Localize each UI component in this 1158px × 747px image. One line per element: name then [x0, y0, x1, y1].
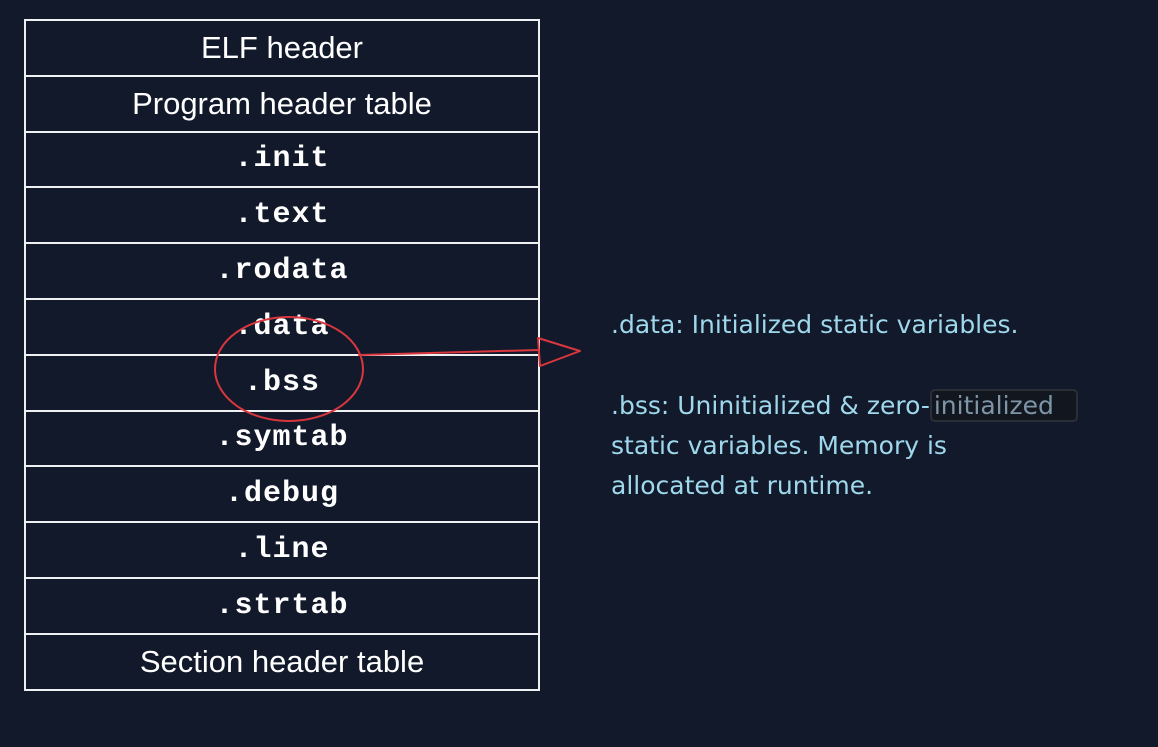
- bss-note-prefix: .bss: Uninitialized & zero-: [611, 391, 930, 420]
- section-row-rodata: .rodata: [26, 244, 538, 300]
- section-row-strtab: .strtab: [26, 579, 538, 635]
- data-section-annotation: .data: Initialized static variables.: [611, 305, 1131, 345]
- bss-section-annotation: .bss: Uninitialized & zero-initialized s…: [611, 386, 1131, 506]
- section-row-line: .line: [26, 523, 538, 579]
- data-note-text: .data: Initialized static variables.: [611, 310, 1019, 339]
- section-row-elf-header: ELF header: [26, 21, 538, 77]
- section-label: Section header table: [139, 643, 425, 679]
- section-row-text: .text: [26, 188, 538, 245]
- section-label: .debug: [224, 477, 340, 512]
- section-label: .strtab: [215, 588, 349, 623]
- section-label: .init: [234, 142, 330, 177]
- section-row-debug: .debug: [26, 467, 538, 524]
- elf-layout-table: ELF header Program header table .init .t…: [24, 19, 540, 691]
- section-label: .symtab: [215, 421, 349, 456]
- section-row-section-header-table: Section header table: [26, 635, 538, 691]
- section-label: ELF header: [201, 29, 363, 65]
- autocomplete-suggestion[interactable]: initialized: [929, 389, 1078, 422]
- section-label: .line: [234, 533, 330, 568]
- section-row-bss: .bss: [26, 356, 538, 412]
- section-label: .text: [234, 198, 330, 233]
- section-label: Program header table: [132, 85, 432, 121]
- section-row-program-header-table: Program header table: [26, 77, 538, 133]
- section-row-data: .data: [26, 300, 538, 356]
- section-row-symtab: .symtab: [26, 412, 538, 468]
- bss-note-line-3: allocated at runtime.: [611, 471, 874, 500]
- bss-note-line-1: .bss: Uninitialized & zero-initialized: [611, 386, 1131, 426]
- section-label: .bss: [243, 365, 320, 400]
- section-row-init: .init: [26, 133, 538, 189]
- bss-note-line-2: static variables. Memory is: [611, 431, 947, 460]
- section-label: .data: [234, 309, 330, 344]
- section-label: .rodata: [215, 254, 349, 289]
